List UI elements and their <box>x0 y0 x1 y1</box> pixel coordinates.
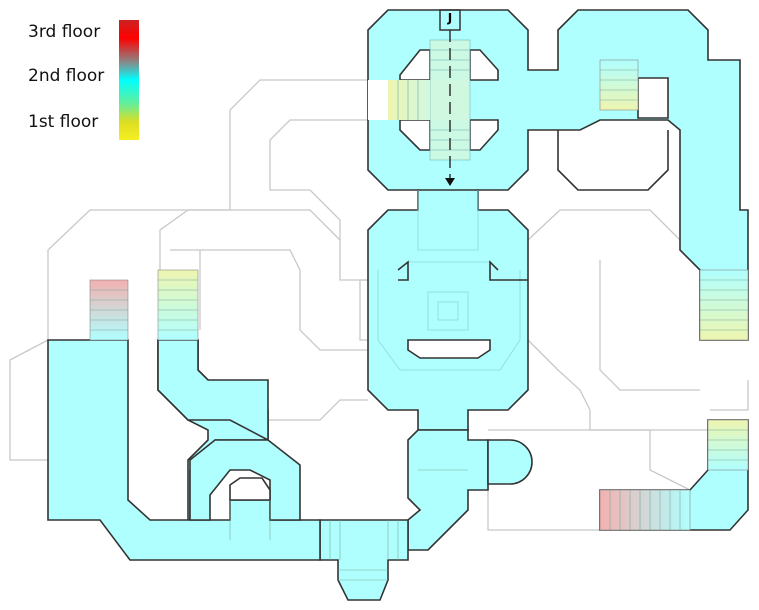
marker-label: J <box>447 11 453 25</box>
stairs-to-1st-floor-left <box>157 269 199 341</box>
top-right-pillar <box>637 77 669 119</box>
left-pillar <box>229 477 271 501</box>
arrow-down-icon <box>445 178 455 186</box>
center-bench <box>407 339 491 359</box>
bottom-entrance <box>319 519 409 601</box>
legend-label-1st-floor: 1st floor <box>28 112 99 132</box>
stairs-to-3rd-floor-bottom-right <box>599 489 691 531</box>
stairs-to-1st-floor-bottom-right <box>707 419 749 471</box>
first-floor-outlines <box>9 79 749 531</box>
legend-label-3rd-floor: 3rd floor <box>28 22 101 42</box>
legend-color-bar <box>119 20 139 140</box>
half-round-room <box>487 439 533 485</box>
legend-label-2nd-floor: 2nd floor <box>28 66 105 86</box>
stairs-to-1st-floor-top-right <box>599 59 639 111</box>
left-inner-corridor <box>157 339 301 521</box>
stairs <box>89 59 749 581</box>
lower-center-room <box>407 429 489 551</box>
center-hall <box>367 189 529 431</box>
west-ramp <box>388 80 430 120</box>
jump-marker <box>439 9 461 186</box>
second-floor-rooms <box>47 9 749 601</box>
stairs-to-1st-floor-right <box>699 269 749 341</box>
